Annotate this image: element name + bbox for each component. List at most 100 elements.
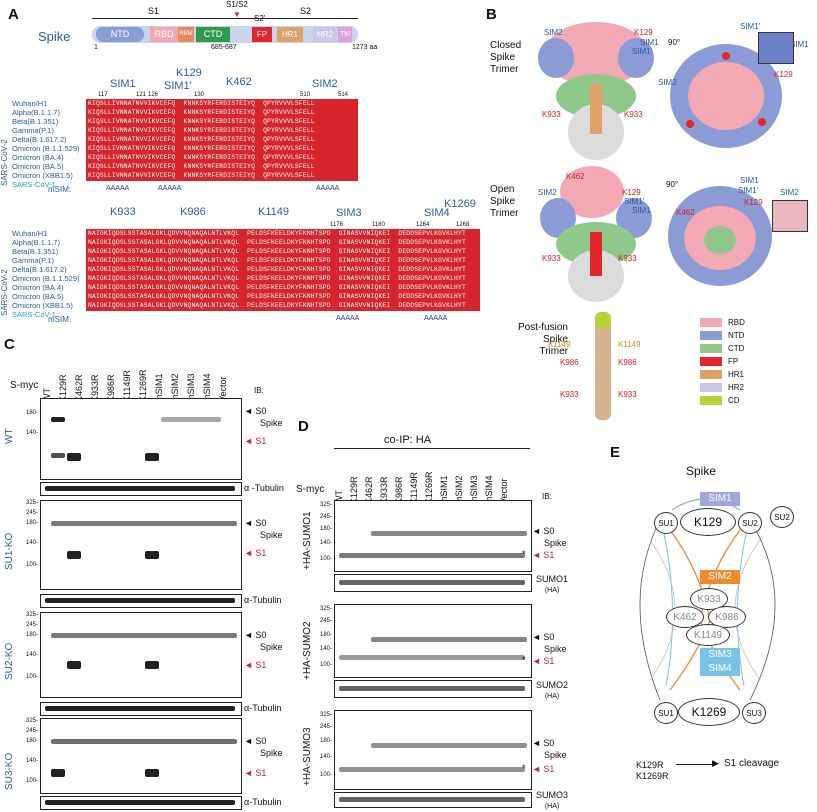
site-k933: K933 <box>110 206 136 218</box>
c-mw-su3-245: 245- <box>25 728 38 734</box>
d-blot-sumo1-ha <box>334 574 532 592</box>
c-blot-su2-spike <box>40 612 242 698</box>
c-blot-wt-tubulin <box>40 482 242 496</box>
d-sumo2-s0: ◄ S0 <box>532 632 555 642</box>
d-star-1: * <box>522 549 526 559</box>
sars2-label-top: SARS-CoV-2 <box>0 139 9 186</box>
panel-e-letter: E <box>610 444 621 461</box>
d-mw3-180: 180- <box>319 738 332 744</box>
band <box>145 769 159 777</box>
msim-label-top: mSIM: <box>48 185 72 194</box>
d-mw1-325: 325- <box>319 502 332 508</box>
site-sim3: SIM3 <box>336 207 362 219</box>
b-k462-open-top: K462 <box>676 208 695 217</box>
d-mw1-140: 140- <box>319 540 332 546</box>
c-su1-s1-text: S1 <box>255 548 267 558</box>
site-sim2-top: SIM2 <box>312 78 338 90</box>
d-sumo3-name: SUMO3 <box>536 790 569 800</box>
e-node-su3: SU3 <box>742 702 766 724</box>
b-k462-open: K462 <box>566 172 585 181</box>
c-su3-s0: ◄ S0 <box>244 736 267 746</box>
d-sumo2-s1: ◄ S1 <box>532 656 555 666</box>
c-su2-s1: ◄ S1 <box>244 660 267 670</box>
d-mw2-245: 245- <box>319 618 332 624</box>
b-sim2-top: SIM2 <box>658 78 677 87</box>
s1-region-label: S1 <box>148 6 160 16</box>
band <box>339 686 525 691</box>
c-ib: IB: <box>254 386 264 395</box>
d-sumo3-label: SUMO3 (HA) <box>536 790 568 812</box>
b-k986-l: K986 <box>560 358 579 367</box>
legend-hr2: HR2 <box>700 383 744 392</box>
c-row-su1: SU1-KO <box>4 532 15 570</box>
e-node-k933: K933 <box>690 588 728 610</box>
d-sumo1-s1-text: S1 <box>543 550 555 560</box>
c-blot-su1-tubulin <box>40 594 242 608</box>
cleavage-marker-icon: ▼ <box>233 10 241 19</box>
band <box>51 633 237 638</box>
c-wt-spike: Spike <box>260 418 283 428</box>
legend-swatch-ctd <box>700 344 722 353</box>
band <box>339 580 525 585</box>
c-su1-s0-text: S0 <box>255 518 267 528</box>
c-su3-s0-text: S0 <box>255 736 267 746</box>
d-star-3: * <box>522 763 526 773</box>
d-sumo3-s0-text: S0 <box>543 738 555 748</box>
d-sumo1-spike: Spike <box>544 538 567 548</box>
band <box>339 553 525 558</box>
alignment-seq-top: KIQSLLIVNNATNVVIKVCEFQ KNNKSYRFERDISTEIY… <box>88 100 315 179</box>
num-121: 121 <box>136 92 147 98</box>
band <box>67 661 81 669</box>
b-k933-open-l: K933 <box>542 254 561 263</box>
legend-ctd: CTD <box>700 344 744 353</box>
c-row-su2: SU2-KO <box>4 642 15 680</box>
zoom-inset-closed <box>758 32 794 64</box>
b-sim1p-open-top: SIM1' <box>738 186 759 195</box>
band <box>145 551 159 559</box>
band <box>45 598 235 603</box>
b-sim1-open: SIM1 <box>632 206 651 215</box>
s1-region-line <box>92 18 240 19</box>
c-blot-su1-spike <box>40 500 242 590</box>
d-sumo1-s0: ◄ S0 <box>532 526 555 536</box>
species-8: Omicron (BA.5) <box>12 162 64 171</box>
c-mw-su2-180: 180- <box>25 632 38 638</box>
legend-hr1: HR1 <box>700 370 744 379</box>
b-k129-top: K129 <box>774 70 793 79</box>
band <box>161 417 221 422</box>
d-sumo1-label: SUMO1(HA) <box>536 574 568 596</box>
alignment-block-top <box>86 99 358 181</box>
band <box>51 453 65 458</box>
d-sumo2-s0-text: S0 <box>543 632 555 642</box>
c-mw-su3-140: 140- <box>25 758 38 764</box>
band <box>67 453 81 461</box>
legend-label-hr2: HR2 <box>728 383 745 392</box>
b-k986-r: K986 <box>618 358 637 367</box>
c-mw-wt-140: 140- <box>25 430 38 436</box>
e-footer-right: S1 cleavage <box>724 758 780 769</box>
species-b5: Delta(B.1.617.2) <box>12 265 67 274</box>
closed-trimer-side-structure <box>538 22 654 160</box>
band <box>67 551 81 559</box>
d-sumo3-ha: (HA) <box>544 803 560 810</box>
e-node-k129: K129 <box>680 508 736 536</box>
c-row-su3: SU3-KO <box>4 752 15 790</box>
rot-90-bottom: 90° <box>666 180 679 189</box>
species-b3: Beta(B.1.351) <box>12 247 59 256</box>
d-sumo2-ha: (HA) <box>544 693 560 700</box>
species-7: Omicron (BA.4) <box>12 153 64 162</box>
legend-swatch-hr1 <box>700 370 722 379</box>
domain-ntd: NTD <box>96 27 144 42</box>
site-k986: K986 <box>180 206 206 218</box>
b-sim1p-top: SIM1' <box>740 22 761 31</box>
site-k462-top: K462 <box>226 76 252 88</box>
c-su3-s1-text: S1 <box>255 768 267 778</box>
band <box>371 637 527 642</box>
d-blot-sumo3-ha <box>334 792 532 808</box>
band <box>339 767 525 772</box>
legend-ntd: NTD <box>700 331 744 340</box>
d-blot-sumo1 <box>334 500 532 572</box>
domain-hr2: HR2 <box>313 27 337 42</box>
d-ib: IB: <box>542 492 552 501</box>
c-su1-s0: ◄ S0 <box>244 518 267 528</box>
